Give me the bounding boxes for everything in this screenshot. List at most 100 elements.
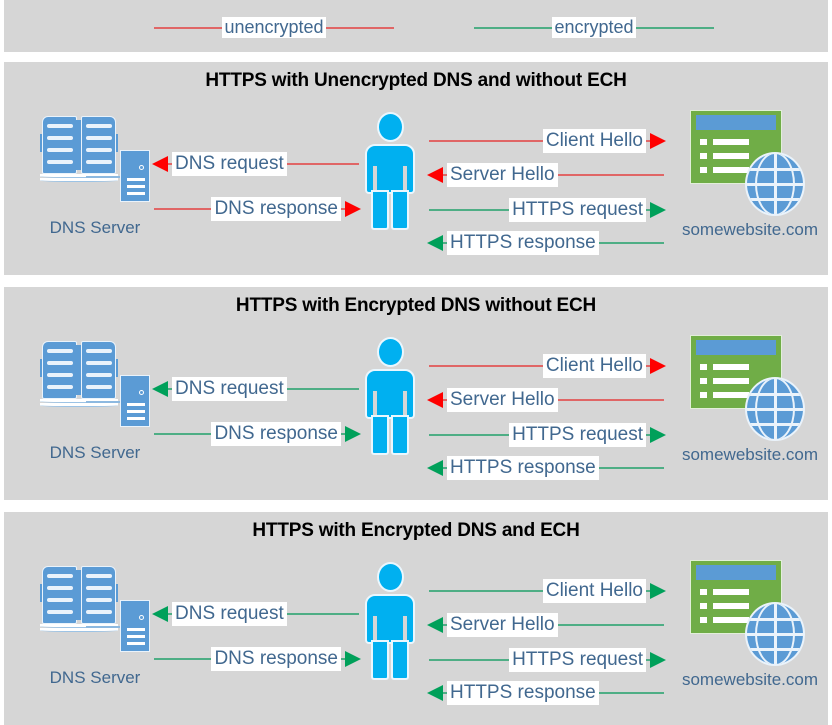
- flow-https-request: HTTPS request: [429, 198, 666, 222]
- person-leg-right: [391, 190, 409, 230]
- dns-server-node: DNS Server: [34, 110, 169, 255]
- server-connector-line: [86, 626, 122, 628]
- arrowhead-right-icon: [345, 651, 361, 667]
- arrowhead-left-icon: [152, 156, 168, 172]
- person-head-icon: [377, 112, 404, 142]
- flow-label: DNS request: [172, 602, 287, 626]
- website-label: somewebsite.com: [681, 220, 819, 239]
- arrowhead-left-icon: [152, 381, 168, 397]
- legend-label-unencrypted: unencrypted: [222, 16, 326, 38]
- flow-server-hello: Server Hello: [427, 388, 664, 412]
- arrowhead-left-icon: [427, 617, 443, 633]
- arrowhead-right-icon: [650, 652, 666, 668]
- browser-window-icon: [690, 110, 782, 184]
- flow-dns-request: DNS request: [152, 377, 359, 401]
- arrowhead-right-icon: [345, 426, 361, 442]
- flow-dns-response: DNS response: [154, 197, 361, 221]
- book-spine: [76, 120, 81, 170]
- book-page-right: [81, 116, 116, 174]
- book-spine: [76, 570, 81, 620]
- flow-https-response: HTTPS response: [427, 456, 664, 480]
- flow-label: HTTPS response: [447, 456, 599, 480]
- flow-dns-request: DNS request: [152, 152, 359, 176]
- flow-https-response: HTTPS response: [427, 681, 664, 705]
- arrowhead-left-icon: [427, 392, 443, 408]
- book-page-left: [42, 341, 77, 399]
- book-page-right: [81, 566, 116, 624]
- window-title-bar: [696, 340, 776, 355]
- flow-label: Client Hello: [542, 354, 646, 378]
- flow-dns-response: DNS response: [154, 422, 361, 446]
- scenario-panel-3: HTTPS with Encrypted DNS and ECH: [4, 512, 828, 725]
- flow-client-hello: Client Hello: [429, 354, 666, 378]
- flow-label: Server Hello: [447, 388, 558, 412]
- legend-label-encrypted: encrypted: [552, 16, 636, 38]
- book-page-right: [81, 341, 116, 399]
- legend-item-unencrypted: unencrypted: [154, 16, 394, 38]
- flow-label: Client Hello: [542, 579, 646, 603]
- flow-dns-request: DNS request: [152, 602, 359, 626]
- arrowhead-right-icon: [345, 201, 361, 217]
- book-page-left: [42, 116, 77, 174]
- flow-label: HTTPS response: [447, 681, 599, 705]
- dns-server-label: DNS Server: [49, 668, 141, 687]
- book-icon: [40, 562, 118, 634]
- legend-item-encrypted: encrypted: [474, 16, 714, 38]
- server-connector-line: [86, 176, 122, 178]
- arrowhead-right-icon: [650, 583, 666, 599]
- flow-https-request: HTTPS request: [429, 648, 666, 672]
- arrowhead-right-icon: [650, 133, 666, 149]
- person-leg-right: [391, 640, 409, 680]
- panel-title: HTTPS with Encrypted DNS without ECH: [235, 295, 597, 316]
- browser-window-icon: [690, 560, 782, 634]
- panel-title: HTTPS with Encrypted DNS and ECH: [252, 520, 580, 541]
- arrowhead-left-icon: [427, 167, 443, 183]
- scenario-panel-2: HTTPS with Encrypted DNS without ECH: [4, 287, 828, 500]
- user-node: [359, 112, 421, 232]
- globe-icon: [745, 152, 805, 216]
- arrowhead-right-icon: [650, 358, 666, 374]
- server-box-icon: [120, 150, 150, 202]
- dns-server-label: DNS Server: [49, 443, 141, 462]
- flow-client-hello: Client Hello: [429, 129, 666, 153]
- flow-label: DNS response: [211, 197, 341, 221]
- scenario-panel-1: HTTPS with Unencrypted DNS and without E…: [4, 62, 828, 275]
- flow-label: HTTPS request: [509, 648, 646, 672]
- flow-label: Server Hello: [447, 163, 558, 187]
- flow-label: HTTPS response: [447, 231, 599, 255]
- globe-icon: [745, 602, 805, 666]
- panel-title: HTTPS with Unencrypted DNS and without E…: [205, 70, 627, 91]
- book-icon: [40, 337, 118, 409]
- globe-icon: [745, 377, 805, 441]
- arrowhead-left-icon: [427, 460, 443, 476]
- flow-label: HTTPS request: [509, 198, 646, 222]
- window-title-bar: [696, 565, 776, 580]
- dns-server-label: DNS Server: [49, 218, 141, 237]
- book-page-left: [42, 566, 77, 624]
- server-box-icon: [120, 600, 150, 652]
- dns-server-node: DNS Server: [34, 560, 169, 705]
- book-spine: [76, 345, 81, 395]
- flow-dns-response: DNS response: [154, 647, 361, 671]
- server-connector-line: [86, 401, 122, 403]
- arrowhead-left-icon: [427, 685, 443, 701]
- flow-label: HTTPS request: [509, 423, 646, 447]
- window-title-bar: [696, 115, 776, 130]
- flow-https-request: HTTPS request: [429, 423, 666, 447]
- dns-server-node: DNS Server: [34, 335, 169, 480]
- book-icon: [40, 112, 118, 184]
- person-head-icon: [377, 562, 404, 592]
- flow-server-hello: Server Hello: [427, 163, 664, 187]
- flow-client-hello: Client Hello: [429, 579, 666, 603]
- website-label: somewebsite.com: [681, 445, 819, 464]
- flow-label: DNS request: [172, 377, 287, 401]
- arrowhead-right-icon: [650, 427, 666, 443]
- person-leg-left: [371, 190, 389, 230]
- website-node: somewebsite.com: [682, 110, 818, 255]
- person-leg-right: [391, 415, 409, 455]
- flow-label: DNS request: [172, 152, 287, 176]
- legend-panel: unencrypted encrypted: [4, 0, 828, 52]
- flow-label: Client Hello: [542, 129, 646, 153]
- user-node: [359, 562, 421, 682]
